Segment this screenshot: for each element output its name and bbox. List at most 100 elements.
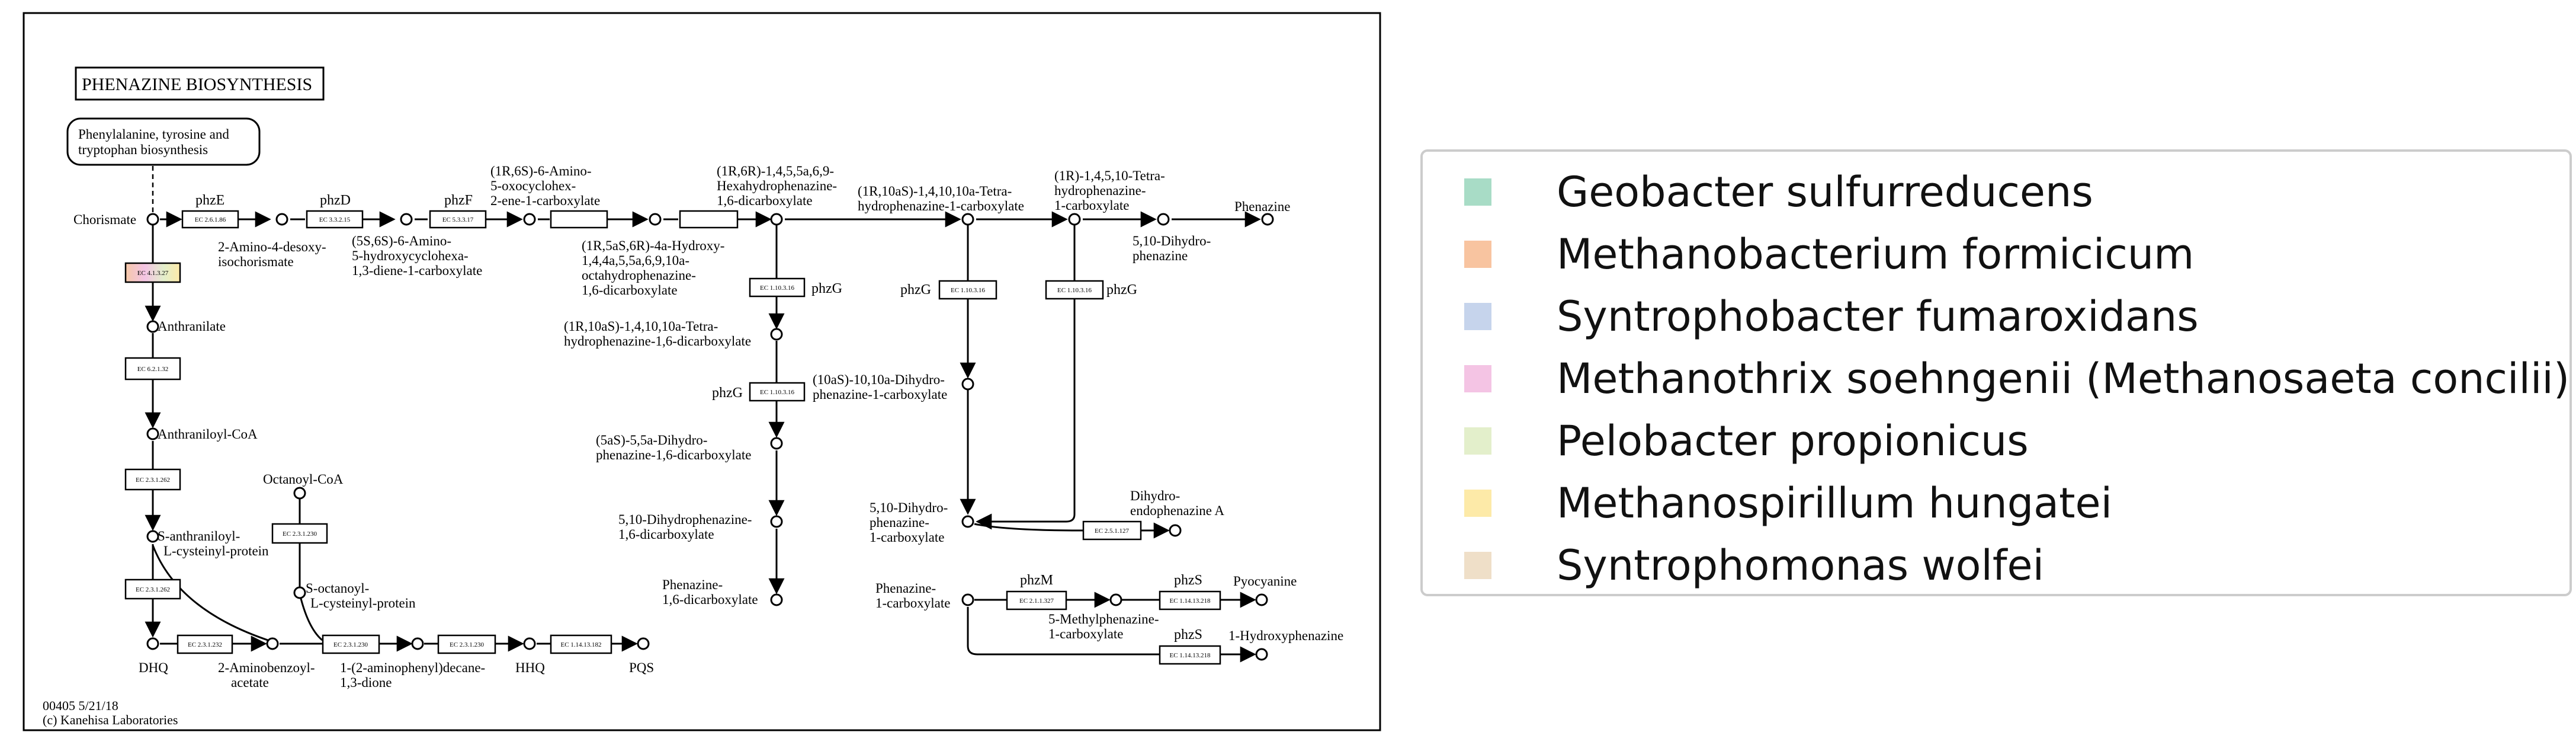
title-box xyxy=(75,66,325,101)
legend-swatch xyxy=(1464,427,1491,455)
enzyme-label: EC 1.10.3.16 xyxy=(760,389,795,396)
enzyme-box[interactable] xyxy=(1045,280,1104,300)
enzyme-label: EC 6.2.1.32 xyxy=(137,366,169,373)
gene-label: phzG xyxy=(712,385,743,401)
compound-anthranilate[interactable] xyxy=(146,320,159,333)
compound-label: (1R)-1,4,5,10-Tetra-hydrophenazine-1-car… xyxy=(1054,168,1165,213)
compound-chorismate[interactable] xyxy=(146,213,159,226)
compound-label: 1-(2-aminophenyl)decane-1,3-dione xyxy=(340,660,485,690)
compound-dihydro-carb[interactable] xyxy=(961,378,974,391)
enzyme-box[interactable] xyxy=(306,210,364,229)
compound-label: HHQ xyxy=(515,660,545,675)
enzyme-box[interactable] xyxy=(1159,590,1221,610)
enzyme-box[interactable] xyxy=(124,357,181,381)
compound-s-anthraniloyl[interactable] xyxy=(146,530,159,543)
gene-label: phzS xyxy=(1174,627,1202,642)
legend-item: Methanothrix soehngenii (Methanosaeta co… xyxy=(1464,354,2570,403)
compound-octahydro[interactable] xyxy=(649,213,662,226)
compound-tetrahydro-carb[interactable] xyxy=(961,213,974,226)
enzyme-box[interactable] xyxy=(749,382,806,402)
compound-label: (5S,6S)-6-Amino-5-hydroxycyclohexa-1,3-d… xyxy=(352,234,482,278)
compound-methyl-phen[interactable] xyxy=(1109,593,1122,606)
compound-label: 5,10-Dihydrophenazine-1,6-dicarboxylate xyxy=(618,512,752,542)
compound-hexahydro[interactable] xyxy=(770,213,783,226)
compound-label: 2-Amino-4-desoxy-isochorismate xyxy=(218,239,326,269)
gene-label: phzD xyxy=(320,193,351,208)
legend-item: Syntrophomonas wolfei xyxy=(1464,541,2045,590)
compound-label: (5aS)-5,5a-Dihydro-phenazine-1,6-dicarbo… xyxy=(596,433,751,462)
enzyme-box[interactable] xyxy=(679,210,739,229)
enzyme-box-highlighted[interactable] xyxy=(124,262,181,283)
compound-dihydro-endo[interactable] xyxy=(1169,524,1182,537)
enzyme-box[interactable] xyxy=(437,634,496,654)
enzyme-box[interactable] xyxy=(271,523,328,544)
compound-hhq[interactable] xyxy=(523,637,536,650)
enzyme-label: EC 4.1.3.27 xyxy=(137,270,169,277)
compound-dihydro-5as[interactable] xyxy=(770,437,783,450)
enzyme-label: EC 2.1.1.327 xyxy=(1019,597,1054,605)
compound-label: Octanoyl-CoA xyxy=(263,472,344,487)
legend-label: Pelobacter propionicus xyxy=(1557,417,2029,465)
legend-item: Methanospirillum hungatei xyxy=(1464,479,2113,528)
enzyme-box[interactable] xyxy=(177,634,233,654)
compound-s-octanoyl[interactable] xyxy=(293,586,306,599)
compound-aminobenzoyl[interactable] xyxy=(266,637,279,650)
compound-aminophenyl[interactable] xyxy=(411,637,424,650)
legend-label: Methanospirillum hungatei xyxy=(1557,479,2113,528)
enzyme-box[interactable] xyxy=(938,280,997,300)
organism-legend: Geobacter sulfurreducens Methanobacteriu… xyxy=(1420,149,2572,596)
legend-label: Methanothrix soehngenii (Methanosaeta co… xyxy=(1557,354,2570,403)
enzyme-box[interactable] xyxy=(749,277,806,298)
legend-label: Methanobacterium formicicum xyxy=(1557,230,2195,279)
compound-hydroxyphen[interactable] xyxy=(1255,648,1268,661)
compound-dihydro-phen-carb[interactable] xyxy=(961,515,974,528)
enzyme-label: EC 2.3.1.230 xyxy=(283,530,317,538)
enzyme-box[interactable] xyxy=(429,210,487,229)
enzyme-box[interactable] xyxy=(1006,590,1067,610)
compound-phenazine-dicarb[interactable] xyxy=(770,593,783,606)
compound-label: 1-Hydroxyphenazine xyxy=(1228,628,1343,643)
enzyme-label: EC 2.5.1.127 xyxy=(1095,528,1130,535)
enzyme-box[interactable] xyxy=(124,468,181,491)
enzyme-box[interactable] xyxy=(1159,645,1221,665)
compound-phenazine[interactable] xyxy=(1261,213,1274,226)
enzyme-box[interactable] xyxy=(322,634,380,654)
gene-label: phzF xyxy=(444,193,473,208)
compound-label: 5,10-Dihydro-phenazine-1-carboxylate xyxy=(870,500,948,545)
compound-octanoyl-coa[interactable] xyxy=(293,487,306,500)
compound-label: (1R,5aS,6R)-4a-Hydroxy-1,4,4a,5,5a,6,9,1… xyxy=(582,238,724,298)
gene-label: phzS xyxy=(1174,573,1202,588)
compound-dhq[interactable] xyxy=(146,637,159,650)
compound-label: 2-Aminobenzoyl-acetate xyxy=(218,660,315,690)
pathway-link[interactable] xyxy=(66,117,261,166)
enzyme-box[interactable] xyxy=(181,210,239,229)
map-frame xyxy=(23,12,1381,731)
enzyme-box[interactable] xyxy=(550,634,612,654)
compound-amino-hydroxy[interactable] xyxy=(400,213,413,226)
compound-dihydrophenazine[interactable] xyxy=(1157,213,1170,226)
enzyme-label: EC 2.3.1.230 xyxy=(450,641,485,648)
compound-dihydrophen-dicarb[interactable] xyxy=(770,515,783,528)
compound-label: 5,10-Dihydro-phenazine xyxy=(1133,234,1211,263)
compound-phenazine-carb[interactable] xyxy=(961,593,974,606)
compound-tetrahydro-dicarb[interactable] xyxy=(770,328,783,341)
legend-item: Methanobacterium formicicum xyxy=(1464,230,2195,279)
enzyme-label: EC 3.3.2.15 xyxy=(319,216,351,223)
compound-amino-oxo[interactable] xyxy=(523,213,536,226)
compound-anthraniloyl-coa[interactable] xyxy=(146,427,159,440)
compound-pqs[interactable] xyxy=(637,637,650,650)
compound-label: S-octanoyl-L-cysteinyl-protein xyxy=(306,581,416,610)
legend-label: Syntrophomonas wolfei xyxy=(1557,541,2045,590)
gene-label: phzE xyxy=(195,193,224,208)
compound-amino-deoxy[interactable] xyxy=(275,213,288,226)
enzyme-box[interactable] xyxy=(124,578,181,600)
compound-pyocyanine[interactable] xyxy=(1255,593,1268,606)
map-id: 00405 5/21/18 xyxy=(43,698,118,713)
compound-label: (10aS)-10,10a-Dihydro-phenazine-1-carbox… xyxy=(813,372,947,402)
gene-label: phzG xyxy=(811,281,842,296)
legend-label: Geobacter sulfurreducens xyxy=(1557,168,2093,216)
compound-tetrahydro-1r[interactable] xyxy=(1068,213,1081,226)
enzyme-box[interactable] xyxy=(550,210,608,229)
enzyme-box[interactable] xyxy=(1082,520,1142,541)
enzyme-label: EC 5.3.3.17 xyxy=(442,216,474,223)
